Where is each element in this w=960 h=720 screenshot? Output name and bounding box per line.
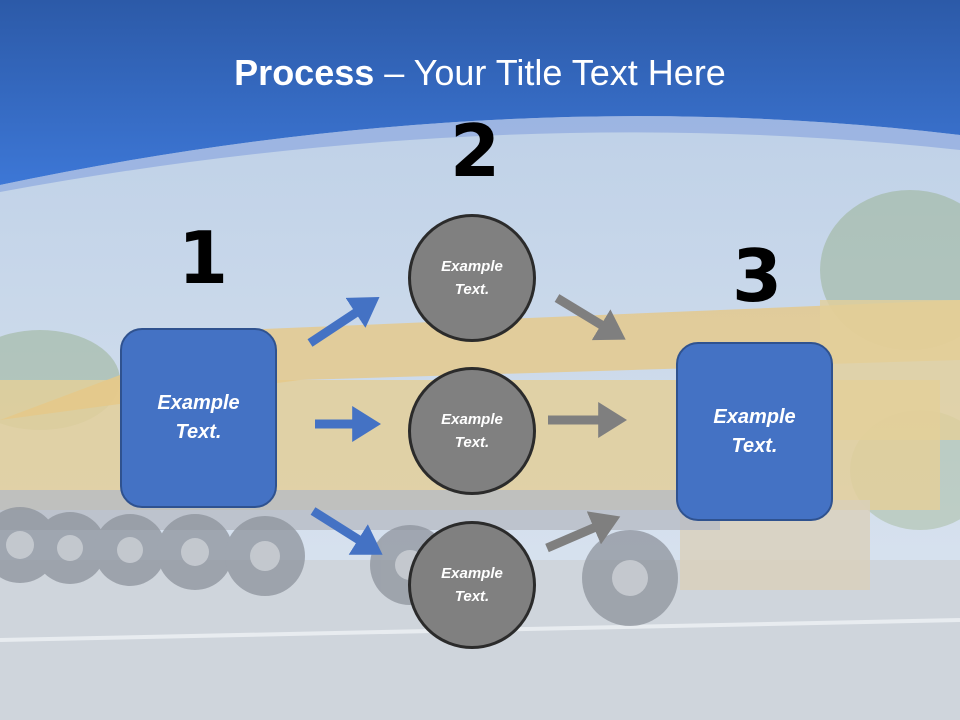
- circle-middle-line1: Example: [441, 410, 503, 428]
- step-1-line1: Example: [157, 392, 240, 414]
- title-rest: – Your Title Text Here: [374, 52, 726, 93]
- circle-bottom[interactable]: Example Text.: [408, 521, 536, 649]
- circle-middle-line2: Text.: [454, 434, 490, 451]
- step-number-3: 3: [732, 234, 783, 318]
- circle-bottom-line1: Example: [441, 564, 503, 582]
- circle-middle[interactable]: Example Text.: [408, 367, 536, 495]
- circle-top-line1: Example: [441, 257, 503, 275]
- slide-title: Process – Your Title Text Here: [0, 52, 960, 94]
- step-1-box[interactable]: Example Text.: [120, 328, 277, 508]
- circle-bottom-line2: Text.: [454, 588, 490, 605]
- step-3-line1: Example: [713, 405, 796, 428]
- step-1-line2: Text.: [175, 421, 222, 443]
- title-bold: Process: [234, 52, 375, 93]
- circle-top[interactable]: Example Text.: [408, 214, 536, 342]
- step-number-1: 1: [178, 216, 229, 300]
- step-number-2: 2: [450, 109, 501, 193]
- step-3-box[interactable]: Example Text.: [676, 342, 833, 521]
- circle-top-line2: Text.: [454, 281, 490, 298]
- step-3-line2: Text.: [731, 434, 778, 457]
